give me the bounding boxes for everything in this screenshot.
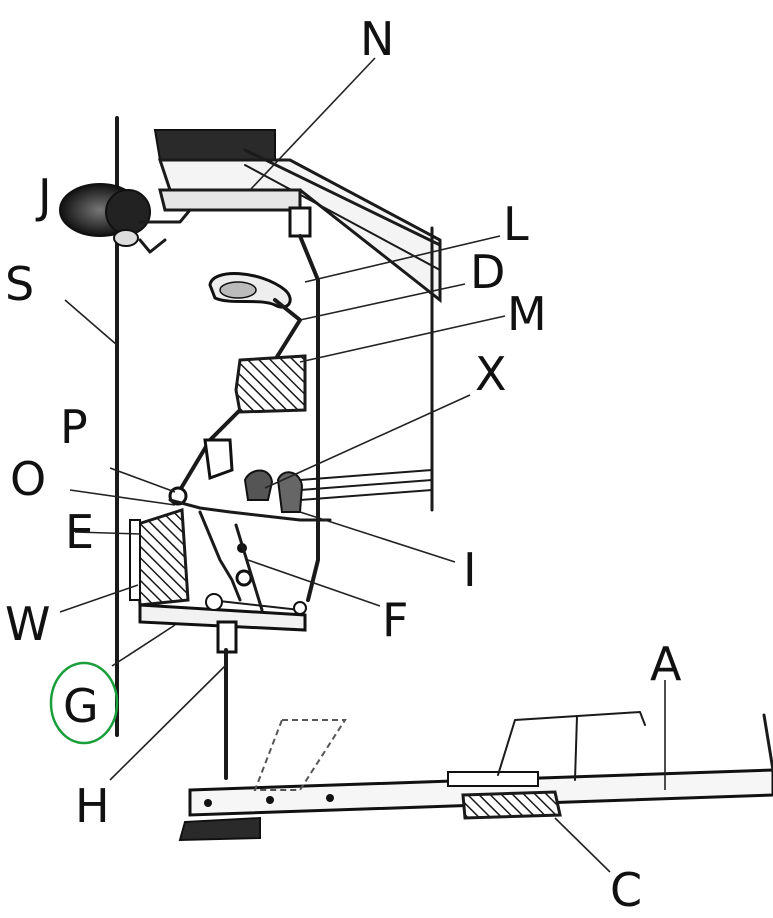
catcher-block xyxy=(234,354,307,414)
back-frame xyxy=(299,226,434,512)
label-n: N xyxy=(360,12,394,66)
label-e: E xyxy=(65,505,94,559)
label-w: W xyxy=(5,597,50,651)
label-m: M xyxy=(507,287,547,341)
label-x: X xyxy=(475,347,507,401)
damper-lever xyxy=(288,206,320,602)
highlight-circle xyxy=(49,661,119,745)
label-a: A xyxy=(650,637,682,691)
key-frame-rail xyxy=(178,719,562,842)
label-h: H xyxy=(75,779,110,833)
part-labels: N J L D S M X P O E I W F A G H C xyxy=(5,12,682,917)
label-l: L xyxy=(503,197,529,251)
label-s: S xyxy=(5,257,34,311)
top-rail xyxy=(153,129,442,304)
key-lever xyxy=(188,711,773,817)
damper-felt xyxy=(59,183,192,254)
label-c: C xyxy=(610,863,642,913)
label-f: F xyxy=(382,593,408,647)
label-i: I xyxy=(463,543,477,597)
label-j: J xyxy=(35,169,52,223)
label-d: D xyxy=(470,245,505,299)
label-g: G xyxy=(63,679,99,733)
whippen-block xyxy=(129,507,190,607)
lower-rail xyxy=(138,523,307,780)
leader-lines xyxy=(59,57,666,873)
label-p: P xyxy=(60,400,88,454)
label-o: O xyxy=(10,452,46,506)
